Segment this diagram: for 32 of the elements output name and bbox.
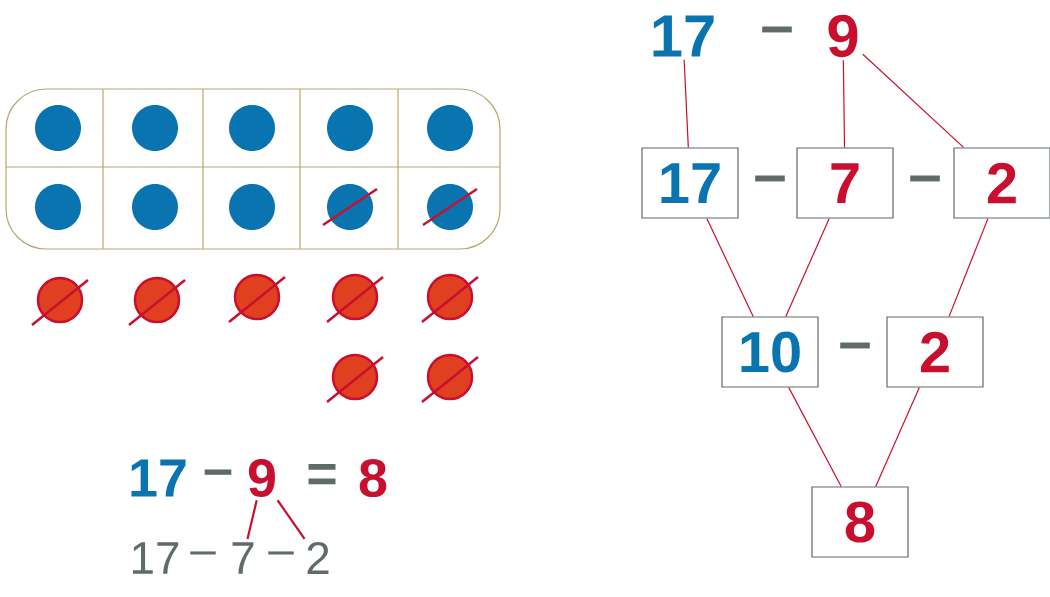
math-symbol: 17	[133, 542, 179, 574]
math-symbol: –	[268, 551, 294, 555]
math-symbol: –	[755, 175, 785, 182]
connector-line	[842, 59, 846, 148]
math-symbol: =	[308, 464, 336, 485]
connector-line	[276, 499, 306, 540]
connector-line	[785, 218, 830, 317]
number-box: 8	[811, 486, 909, 558]
math-symbol: –	[840, 342, 870, 349]
number-box: 2	[886, 316, 984, 388]
number: 9	[828, 14, 858, 58]
connector-line	[948, 218, 989, 317]
connector-line	[788, 387, 842, 487]
math-symbol: –	[910, 175, 940, 182]
math-symbol: –	[762, 26, 792, 33]
number: 9	[248, 458, 275, 498]
number-box: 2	[953, 147, 1050, 219]
connector-line	[683, 59, 689, 148]
number-box: 10	[721, 316, 819, 388]
connector-line	[246, 500, 258, 540]
number: 17	[653, 15, 714, 57]
connector-line	[875, 387, 920, 487]
math-symbol: –	[190, 551, 216, 555]
number-box: 7	[796, 147, 894, 219]
connector-line	[706, 218, 754, 317]
number: 2	[307, 542, 329, 574]
math-symbol: –	[204, 469, 232, 475]
number-box: 17	[641, 147, 739, 219]
number: 7	[232, 542, 254, 574]
math-symbol: 8	[359, 458, 387, 498]
connector-line	[862, 53, 965, 148]
math-symbol: 17	[131, 459, 186, 497]
